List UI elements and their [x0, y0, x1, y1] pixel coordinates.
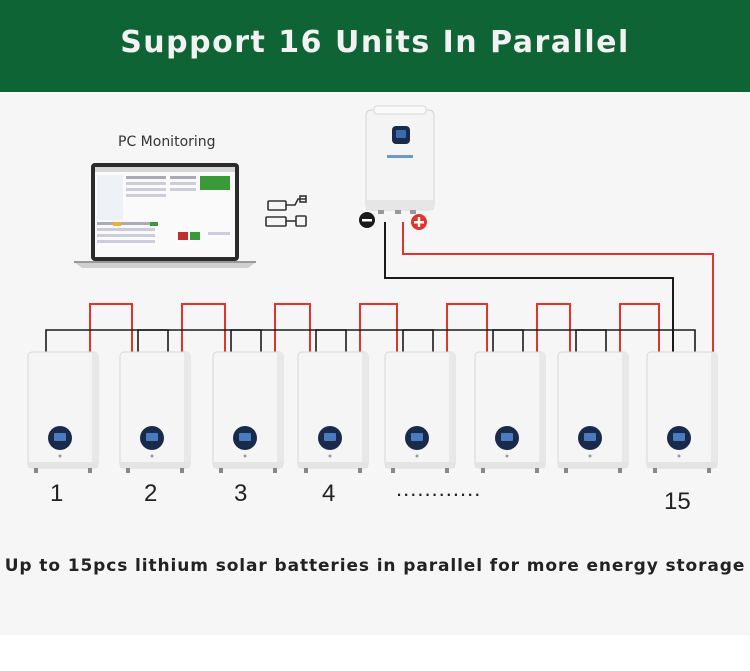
negative-link-wire: [575, 329, 696, 352]
negative-link-wire: [137, 329, 262, 352]
battery-unit: [297, 351, 369, 473]
battery-unit: [27, 351, 99, 473]
battery-unit: [119, 351, 191, 473]
positive-link-wire: [181, 303, 226, 352]
positive-link-wire: [619, 303, 660, 352]
negative-link-wire: [402, 329, 524, 352]
inverter-unit: [365, 105, 435, 214]
negative-link-wire: [230, 329, 347, 352]
battery-unit: [212, 351, 284, 473]
battery-interconnect-wires: [45, 303, 696, 352]
bottom-strip: [0, 635, 750, 671]
battery-label-15: 15: [664, 488, 691, 515]
positive-terminal-icon: [411, 214, 427, 230]
negative-terminal-icon: [359, 212, 375, 228]
battery-unit: [646, 351, 718, 473]
positive-main-wire: [402, 222, 714, 352]
battery-label-3: 3: [234, 480, 248, 507]
laptop-icon: [74, 163, 256, 268]
usb-icon: [265, 195, 307, 227]
header-banner: Support 16 Units In Parallel: [0, 0, 750, 92]
positive-link-wire: [536, 303, 571, 352]
battery-row: [27, 351, 718, 473]
positive-link-wire: [446, 303, 488, 352]
battery-label-4: 4: [322, 480, 336, 507]
positive-link-wire: [89, 303, 133, 352]
negative-main-wire: [384, 222, 674, 352]
battery-label-1: 1: [50, 480, 64, 507]
positive-link-wire: [274, 303, 311, 352]
negative-link-wire: [315, 329, 434, 352]
battery-unit: [384, 351, 456, 473]
footer-caption: Up to 15pcs lithium solar batteries in p…: [4, 556, 746, 576]
negative-link-wire: [492, 329, 607, 352]
battery-unit: [474, 351, 546, 473]
battery-label-2: 2: [144, 480, 158, 507]
negative-link-wire: [45, 329, 169, 352]
pc-monitoring-label: PC Monitoring: [118, 134, 216, 150]
battery-unit: [557, 351, 629, 473]
banner-title: Support 16 Units In Parallel: [120, 24, 630, 60]
positive-link-wire: [359, 303, 398, 352]
battery-ellipsis: ............: [396, 476, 482, 501]
